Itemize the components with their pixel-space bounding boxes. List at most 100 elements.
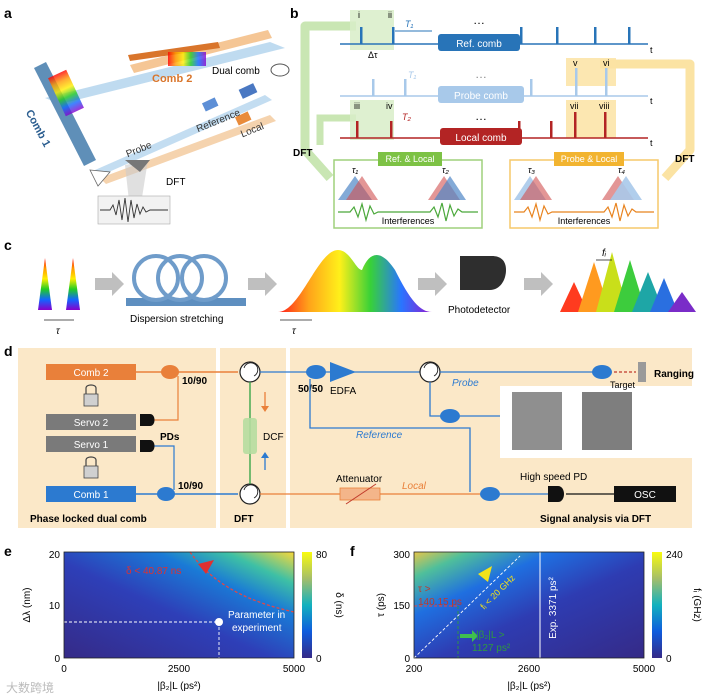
lock-icon-top: [83, 384, 99, 407]
high-speed-pd-label: High speed PD: [520, 472, 587, 483]
coupler-5050: [306, 365, 326, 379]
panel-c-label: c: [4, 237, 12, 253]
stretched-pulses: [278, 250, 432, 312]
watermark: 大数跨境: [6, 680, 54, 695]
ref-local-connector: [316, 114, 356, 145]
panel-d-label: d: [4, 343, 13, 359]
probe-local-badge: [554, 152, 624, 166]
coupler-mid: [440, 409, 460, 423]
coupler-final: [480, 487, 500, 501]
pulse-1: [38, 258, 52, 310]
probe-comb-label: Probe comb: [454, 91, 508, 102]
servo2-box: [46, 414, 136, 430]
arrow-c1: [95, 272, 124, 296]
target-icon: [638, 362, 646, 382]
tau-ann-1: τ >: [418, 584, 431, 595]
local-lens: [234, 111, 252, 126]
reference-splitter: [201, 97, 219, 112]
f-xlabel: |β₂|L (ps²): [507, 681, 550, 692]
panel-f: f τ > 140.15 ps fᵢ < 20 GHz |β₂|L > 1127…: [350, 543, 702, 692]
label-iv: iv: [386, 101, 393, 111]
fi-ann-arrow: [478, 566, 492, 582]
coupler-bottom: [157, 487, 175, 501]
e-cbar-label: δ (ns): [333, 592, 344, 618]
comb2-beam: [130, 30, 272, 73]
servo1-box: [46, 436, 136, 452]
circulator-top-arrow: [243, 362, 259, 377]
contour-e-arrow: [198, 560, 214, 574]
photodetector-icon: [460, 256, 506, 290]
photo-setup-1: [512, 392, 562, 450]
highlight-v-vi: [566, 58, 616, 86]
dft-element: [125, 160, 150, 172]
dcf-label: DCF: [263, 432, 284, 443]
e-xtick-5000: 5000: [283, 664, 306, 675]
split-5050-label: 50/50: [298, 384, 323, 395]
f-ytick-150: 150: [393, 601, 410, 612]
panel-e: e Parameter in experiment δ < 40.87 ns 2…: [4, 543, 344, 692]
probe-label: Probe: [452, 378, 479, 389]
local-comb-label: Local comb: [455, 133, 507, 144]
param-line2: experiment: [232, 623, 282, 634]
f-xtick-5000: 5000: [633, 664, 656, 675]
tau-left-label: τ: [56, 326, 61, 337]
circulator-probe-arrow: [423, 362, 439, 377]
probe-local-peak-1-red: [520, 176, 552, 200]
e-xtick-0: 0: [61, 664, 67, 675]
lock-icon-bottom: [83, 456, 99, 479]
f-ylabel: τ (ps): [376, 593, 387, 617]
interferogram-trace: [100, 197, 168, 223]
panel-b: b DFT DFT Ref. comb … t T₁ i ii Δτ: [290, 5, 695, 229]
tau-ann-2: 140.15 ps: [418, 597, 462, 608]
T1-label: T₁: [405, 19, 413, 29]
local-comb-badge: [440, 128, 522, 145]
probe-t: t: [650, 96, 653, 106]
e-cbar-80: 80: [316, 550, 328, 561]
beta-ann-1: |β₂|L >: [476, 630, 505, 641]
dcf-down-arrowhead: [261, 406, 269, 412]
local-dots: …: [475, 109, 487, 123]
panel-a: a Comb 1 Comb 2 Dual comb Probe Referenc…: [4, 5, 290, 225]
ref-local-interference-trace: [338, 201, 478, 223]
comb1-spectrum: [48, 69, 84, 117]
ref-local-peak-1-red: [346, 176, 378, 200]
coupler-top: [161, 365, 179, 379]
exp-ann: Exp. 3371 ps²: [548, 576, 559, 638]
pulse-2: [66, 258, 80, 310]
f-cbar-label: fᵢ (GHz): [691, 588, 702, 622]
local-t: t: [650, 138, 653, 148]
dft-label: DFT: [234, 514, 253, 525]
ref-t: t: [650, 45, 653, 55]
edfa-icon: [330, 362, 356, 382]
fi-label: fᵢ: [602, 248, 607, 259]
circulator-bottom-arrow: [243, 484, 259, 499]
fiber-base: [126, 298, 246, 306]
panel-d: d Comb 2 Servo 2 Servo 1 Comb 1 10/90: [4, 343, 694, 528]
osc-box: [614, 486, 676, 502]
f-cbar-0: 0: [666, 654, 672, 665]
dft-label: DFT: [166, 177, 185, 188]
panel-e-label: e: [4, 543, 12, 559]
dft-left-label: DFT: [293, 148, 312, 159]
ranging-label: Ranging: [654, 369, 694, 380]
split-bottom-label: 10/90: [178, 481, 203, 492]
dft-right-arrow: [600, 59, 695, 181]
e-xlabel: |β₂|L (ps²): [157, 681, 200, 692]
arrow-c2: [248, 272, 277, 296]
panel-a-label: a: [4, 5, 12, 21]
label-iii: iii: [354, 101, 360, 111]
f-xtick-200: 200: [406, 664, 423, 675]
tau4-label: τ₄: [618, 165, 625, 175]
comb1-box: [46, 486, 136, 502]
probe-comb-pulses: [372, 68, 608, 96]
f-ytick-0: 0: [404, 654, 410, 665]
pd-feedback-top: [150, 376, 179, 421]
label-viii: viii: [599, 101, 610, 111]
colorbar-f: [652, 552, 662, 658]
ref-comb-badge: [438, 34, 520, 51]
interferences-left-label: Interferences: [382, 216, 435, 226]
dcf-up-arrowhead: [261, 452, 269, 458]
tau2-label: τ₂: [442, 165, 449, 175]
f-cbar-240: 240: [666, 550, 683, 561]
